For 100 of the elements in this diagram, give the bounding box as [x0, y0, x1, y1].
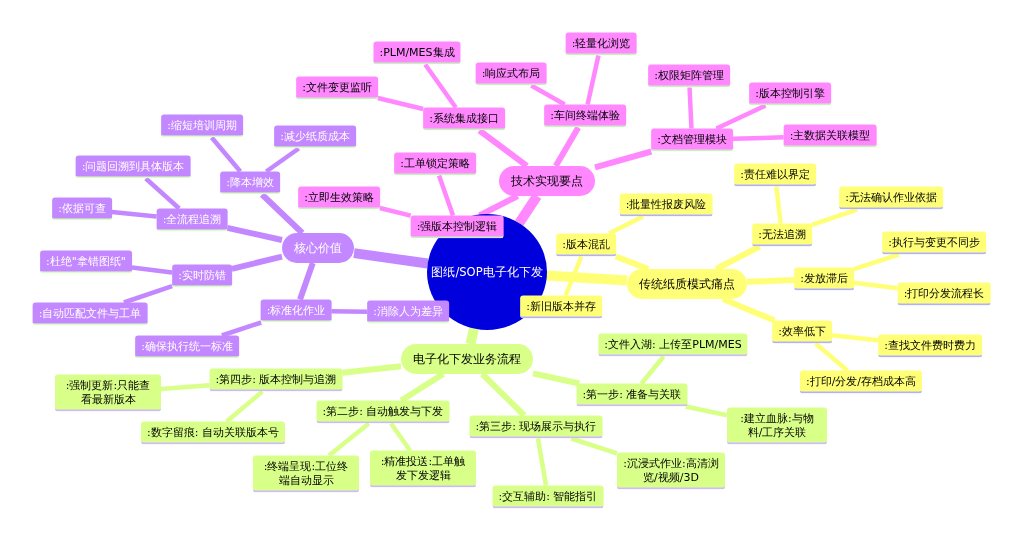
subtopic-label: :杜绝"拿错图纸"	[40, 250, 132, 274]
branch-connector	[465, 327, 479, 346]
subtopic-label: :权限矩阵管理	[648, 64, 730, 88]
subtopic-label: :精准投送:工单触发下发逻辑	[370, 450, 476, 488]
branch-connector	[594, 148, 653, 171]
branch-connector	[687, 87, 694, 129]
subtopic-label: :批量性报废风险	[619, 193, 713, 217]
subtopic-label: :PLM/MES集成	[373, 41, 461, 65]
subtopic-label: :减少纸质成本	[274, 125, 356, 149]
branch-connector	[732, 135, 784, 142]
subtopic-label: :版本控制引擎	[749, 82, 831, 106]
branch-connector	[570, 436, 618, 456]
branch-connector	[553, 126, 581, 168]
branch-connector	[746, 277, 795, 285]
subtopic-label: :效率低下	[772, 320, 832, 344]
branch-connector	[221, 320, 262, 338]
branch-connector	[225, 389, 264, 424]
subtopic-label: :全流程追溯	[156, 208, 228, 232]
subtopic-label: :实时防错	[172, 264, 232, 288]
branch-connector	[331, 309, 368, 314]
subtopic-label: :新旧版本并存	[520, 295, 602, 319]
branch-connector	[814, 341, 849, 373]
subtopic-label: :文件变更监听	[296, 76, 378, 100]
subtopic-label: :第一步: 准备与关联	[576, 383, 688, 407]
branch-connector	[774, 186, 783, 224]
branch-connector	[535, 438, 549, 486]
subtopic-label: :数字留痕: 自动关联版本号	[141, 421, 285, 445]
branch-connector	[546, 270, 628, 286]
branch-connector	[379, 205, 412, 218]
branch-connector	[608, 214, 644, 236]
subtopic-label: :发放滞后	[794, 267, 854, 291]
subtopic-label: :系统集成接口	[423, 107, 505, 131]
subtopic-label: :主数据关联模型	[783, 124, 877, 148]
subtopic-label: :标准化作业	[260, 299, 332, 323]
branch-connector	[585, 55, 601, 105]
branch-connector	[209, 136, 243, 173]
subtopic-label: :响应式布局	[475, 62, 547, 86]
branch-connector	[721, 296, 776, 324]
subtopic-label: :车间终端体验	[544, 104, 626, 128]
subtopic-label: :第二步: 自动触发与下发	[316, 400, 450, 424]
branch-connector	[477, 128, 529, 169]
branch-topic: 核心价值	[282, 233, 354, 263]
subtopic-label: :打印分发流程长	[897, 282, 991, 306]
subtopic-label: :轻量化浏览	[565, 32, 637, 56]
branch-connector	[480, 371, 527, 418]
branch-topic: 技术实现要点	[499, 166, 595, 196]
subtopic-label: :立即生效策略	[298, 186, 380, 210]
subtopic-label: :降本增效	[220, 171, 280, 195]
branch-connector	[614, 253, 650, 272]
branch-connector	[685, 404, 728, 418]
branch-connector	[342, 363, 402, 376]
subtopic-label: :依据可查	[52, 197, 112, 221]
subtopic-label: :消除人为差异	[367, 300, 449, 324]
branch-connector	[811, 207, 858, 227]
branch-connector	[160, 382, 210, 392]
branch-connector	[111, 209, 157, 219]
branch-connector	[264, 146, 301, 174]
subtopic-label: :交互辅助: 智能指引	[492, 485, 604, 509]
branch-connector	[259, 192, 305, 236]
subtopic-label: :文件入湖: 上传至PLM/MES	[598, 333, 748, 357]
branch-connector	[123, 284, 173, 305]
branch-connector	[377, 95, 424, 112]
branch-connector	[853, 252, 900, 272]
branch-connector	[715, 103, 767, 131]
subtopic-label: :终端呈现:工位终端自动显示	[253, 455, 359, 493]
subtopic-label: :自动匹配文件与工单	[32, 302, 148, 326]
subtopic-label: :文档管理模块	[651, 128, 733, 152]
subtopic-label: :无法确认作业依据	[839, 186, 943, 210]
branch-connector	[436, 174, 456, 217]
subtopic-label: :沉浸式作业:高清浏览/视频/3D	[617, 452, 725, 490]
branch-connector	[144, 176, 181, 211]
branch-topic: 电子化下发业务流程	[401, 344, 533, 374]
subtopic-label: :工单锁定策略	[394, 152, 476, 176]
branch-connector	[226, 224, 283, 243]
subtopic-label: :强制更新:只能查看最新版本	[55, 374, 161, 412]
subtopic-label: :建立血脉:与物料/工序关联	[727, 407, 827, 445]
subtopic-label: :无法追溯	[752, 223, 812, 247]
subtopic-label: :第四步: 版本控制与追溯	[209, 368, 343, 392]
branch-connector	[532, 370, 580, 387]
branch-topic: 传统纸质模式痛点	[627, 269, 747, 299]
subtopic-label: :问题回溯到具体版本	[75, 155, 191, 179]
subtopic-label: :版本混乱	[556, 233, 616, 257]
branch-connector	[297, 262, 316, 301]
subtopic-label: :缩短培训周期	[161, 114, 243, 138]
branch-connector	[831, 333, 879, 343]
branch-connector	[530, 83, 566, 107]
branch-connector	[389, 422, 412, 452]
branch-connector	[563, 255, 584, 297]
branch-connector	[131, 265, 173, 275]
branch-connector	[353, 248, 429, 269]
branch-connector	[515, 193, 542, 226]
subtopic-label: :查找文件费时费力	[878, 334, 982, 358]
branch-connector	[853, 280, 898, 291]
subtopic-label: :打印/分发/存档成本高	[799, 370, 923, 394]
subtopic-label: :责任难以界定	[734, 163, 816, 187]
subtopic-label: :确保执行统一标准	[135, 335, 239, 359]
subtopic-label: :执行与变更不同步	[882, 231, 986, 255]
subtopic-label: :强版本控制逻辑	[410, 215, 504, 239]
branch-connector	[639, 355, 666, 385]
subtopic-label: :第三步: 现场展示与执行	[469, 415, 603, 439]
